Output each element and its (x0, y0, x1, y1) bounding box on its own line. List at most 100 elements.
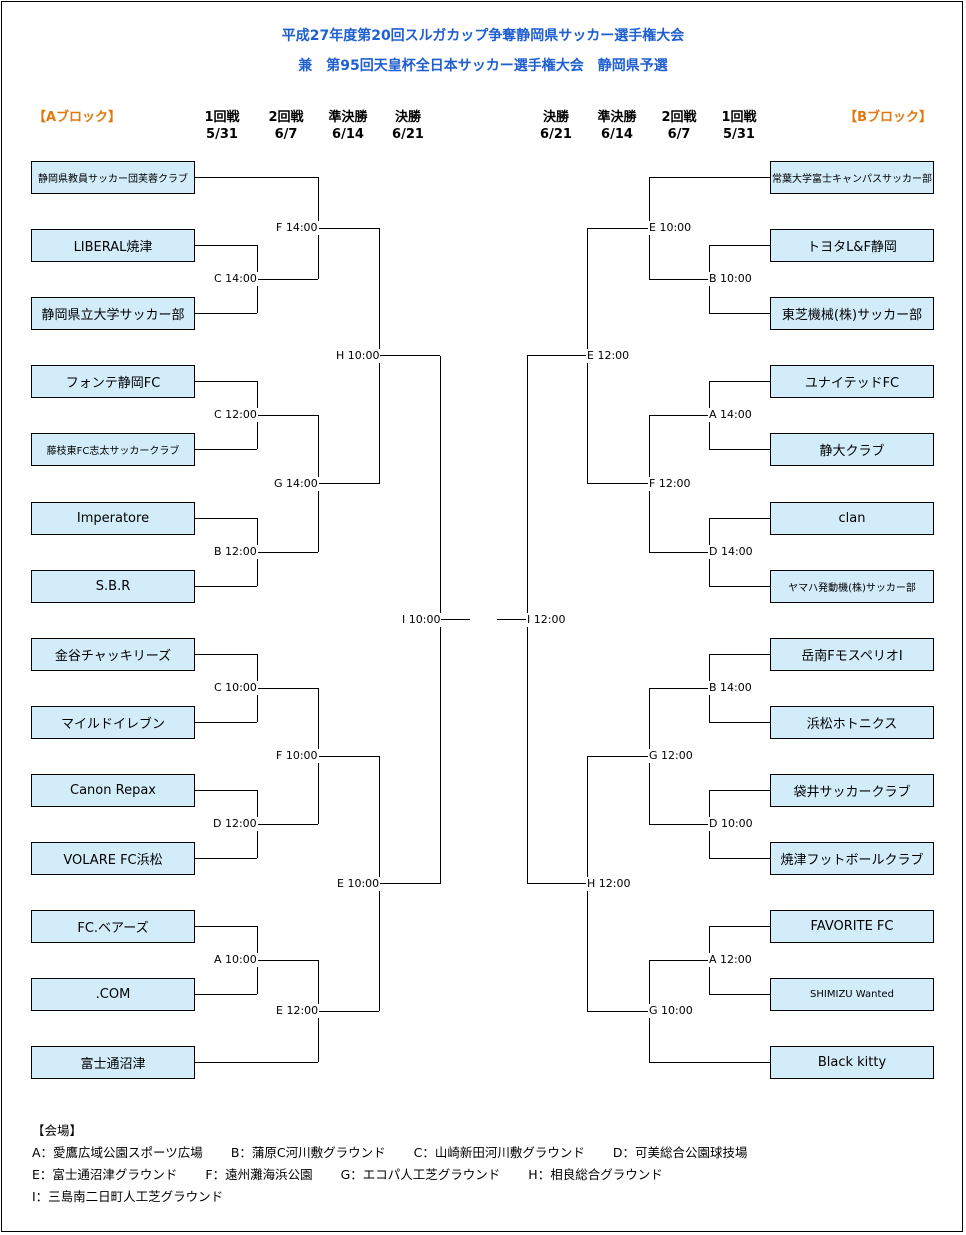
venue-f: F：遠州灘海浜公園 (205, 1167, 313, 1182)
match-l-r2-4: E 12:00 (275, 1004, 320, 1018)
round-name-left-3: 準決勝 (328, 110, 368, 125)
bracket-line (709, 448, 770, 450)
bracket-line (195, 176, 318, 178)
team-left-5[interactable]: 藤枝東FC志太サッカークラブ (31, 433, 195, 466)
bracket-line (527, 883, 587, 884)
team-right-11[interactable]: 焼津フットボールクラブ (770, 842, 934, 875)
venue-c: C：山崎新田河川敷グラウンド (413, 1145, 585, 1160)
bracket-line (649, 1061, 770, 1063)
venue-list: 【会場】 A：愛鷹広域公園スポーツ広場 B：蒲原C河川敷グラウンド C：山崎新田河川… (32, 1120, 776, 1208)
bracket-line (195, 721, 257, 723)
bracket-line (649, 823, 709, 825)
bracket-line (587, 755, 649, 757)
team-left-13[interactable]: .COM (31, 978, 195, 1011)
team-left-1[interactable]: 静岡県教員サッカー団芙蓉クラブ (31, 161, 195, 194)
team-left-10[interactable]: Canon Repax (31, 774, 195, 807)
round-name-right-2: 準決勝 (597, 110, 637, 125)
bracket-line (649, 959, 709, 961)
match-l-r1-2: C 12:00 (213, 408, 258, 422)
team-right-8[interactable]: 岳南FモスペリオI (770, 638, 934, 671)
bracket-line (587, 1010, 649, 1012)
match-l-sf-1: H 10:00 (335, 348, 381, 363)
venue-e: E：富士通沼津グラウンド (32, 1167, 178, 1182)
bracket-line (649, 551, 709, 553)
match-l-sf-2: E 10:00 (336, 876, 381, 891)
bracket-line (649, 176, 770, 178)
match-r-r2-3: G 12:00 (648, 749, 694, 763)
match-l-r2-2: G 14:00 (273, 476, 319, 491)
bracket-line (318, 483, 379, 484)
bracket-line (195, 244, 257, 246)
match-l-r1-6: A 10:00 (213, 953, 258, 967)
round-name-right-3: 2回戦 (661, 110, 697, 125)
bracket-line (195, 380, 257, 382)
match-r-r1-2: A 14:00 (708, 408, 753, 422)
bracket-line (587, 483, 649, 484)
bracket-line (587, 227, 649, 229)
venue-a: A：愛鷹広域公園スポーツ広場 (32, 1145, 203, 1160)
team-right-2[interactable]: トヨタL&F静岡 (770, 229, 934, 262)
team-left-6[interactable]: Imperatore (31, 502, 195, 535)
team-right-4[interactable]: ユナイテッドFC (770, 365, 934, 398)
round-name-right-4: 1回戦 (721, 110, 757, 125)
match-l-r2-1: F 14:00 (275, 221, 319, 235)
bracket-line (379, 883, 440, 884)
bracket-line (257, 278, 318, 280)
team-left-14[interactable]: 富士通沼津 (31, 1046, 195, 1079)
bracket-line (709, 380, 770, 382)
team-right-5[interactable]: 静大クラブ (770, 433, 934, 466)
title-line-1: 平成27年度第20回スルガカップ争奪静岡県サッカー選手権大会 (281, 28, 685, 44)
team-left-3[interactable]: 静岡県立大学サッカー部 (31, 297, 195, 330)
team-left-4[interactable]: フォンテ静岡FC (31, 365, 195, 398)
match-r-r1-1: B 10:00 (708, 272, 753, 286)
round-date-left-4: 6/21 (392, 127, 424, 142)
team-right-13[interactable]: SHIMIZU Wanted (770, 978, 934, 1011)
venue-i: I：三島南二日町人工芝グラウンド (32, 1189, 224, 1204)
bracket-line (440, 619, 470, 621)
match-r-sf-1: E 12:00 (586, 348, 631, 363)
bracket-line (257, 959, 318, 961)
match-l-r1-4: C 10:00 (213, 681, 258, 695)
venue-row-1: A：愛鷹広域公園スポーツ広場 B：蒲原C河川敷グラウンド C：山崎新田河川敷グラウン… (32, 1142, 776, 1164)
match-r-r1-4: B 14:00 (708, 681, 753, 695)
team-left-12[interactable]: FC.ベアーズ (31, 910, 195, 943)
bracket-line (497, 619, 527, 621)
team-right-12[interactable]: FAVORITE FC (770, 910, 934, 943)
bracket-line (379, 355, 440, 357)
match-r-r2-4: G 10:00 (648, 1004, 694, 1018)
team-left-9[interactable]: マイルドイレブン (31, 706, 195, 739)
round-date-left-2: 6/7 (274, 127, 298, 142)
team-right-10[interactable]: 袋井サッカークラブ (770, 774, 934, 807)
match-r-final: I 12:00 (526, 612, 567, 627)
venue-d: D：可美総合公園球技場 (612, 1145, 748, 1160)
bracket-line (195, 312, 257, 314)
team-right-14[interactable]: Black kitty (770, 1046, 934, 1079)
round-date-right-4: 5/31 (723, 127, 755, 142)
venue-b: B：蒲原C河川敷グラウンド (230, 1145, 386, 1160)
team-left-11[interactable]: VOLARE FC浜松 (31, 842, 195, 875)
round-name-left-2: 2回戦 (268, 110, 304, 125)
team-right-6[interactable]: clan (770, 502, 934, 535)
team-left-7[interactable]: S.B.R (31, 570, 195, 603)
match-l-r1-1: C 14:00 (213, 272, 258, 286)
bracket-line (709, 653, 770, 655)
venue-h: H：相良総合グラウンド (528, 1167, 663, 1182)
title-line-2: 兼 第95回天皇杯全日本サッカー選手権大会 静岡県予選 (298, 58, 668, 74)
team-right-1[interactable]: 常葉大学富士キャンパスサッカー部 (770, 161, 934, 194)
bracket-line (195, 857, 257, 859)
match-r-r2-1: E 10:00 (648, 221, 693, 235)
team-right-3[interactable]: 東芝機械(株)サッカー部 (770, 297, 934, 330)
bracket-line (318, 755, 379, 757)
round-date-right-2: 6/14 (601, 127, 633, 142)
venue-heading: 【会場】 (32, 1123, 83, 1138)
bracket-line (649, 687, 709, 689)
team-left-2[interactable]: LIBERAL焼津 (31, 229, 195, 262)
match-r-r1-6: A 12:00 (708, 953, 753, 967)
bracket-line (195, 925, 257, 927)
team-right-7[interactable]: ヤマハ発動機(株)サッカー部 (770, 570, 934, 603)
round-name-right-1: 決勝 (542, 110, 569, 125)
team-left-8[interactable]: 金谷チャッキリーズ (31, 638, 195, 671)
team-right-9[interactable]: 浜松ホトニクス (770, 706, 934, 739)
bracket-line (257, 414, 318, 416)
